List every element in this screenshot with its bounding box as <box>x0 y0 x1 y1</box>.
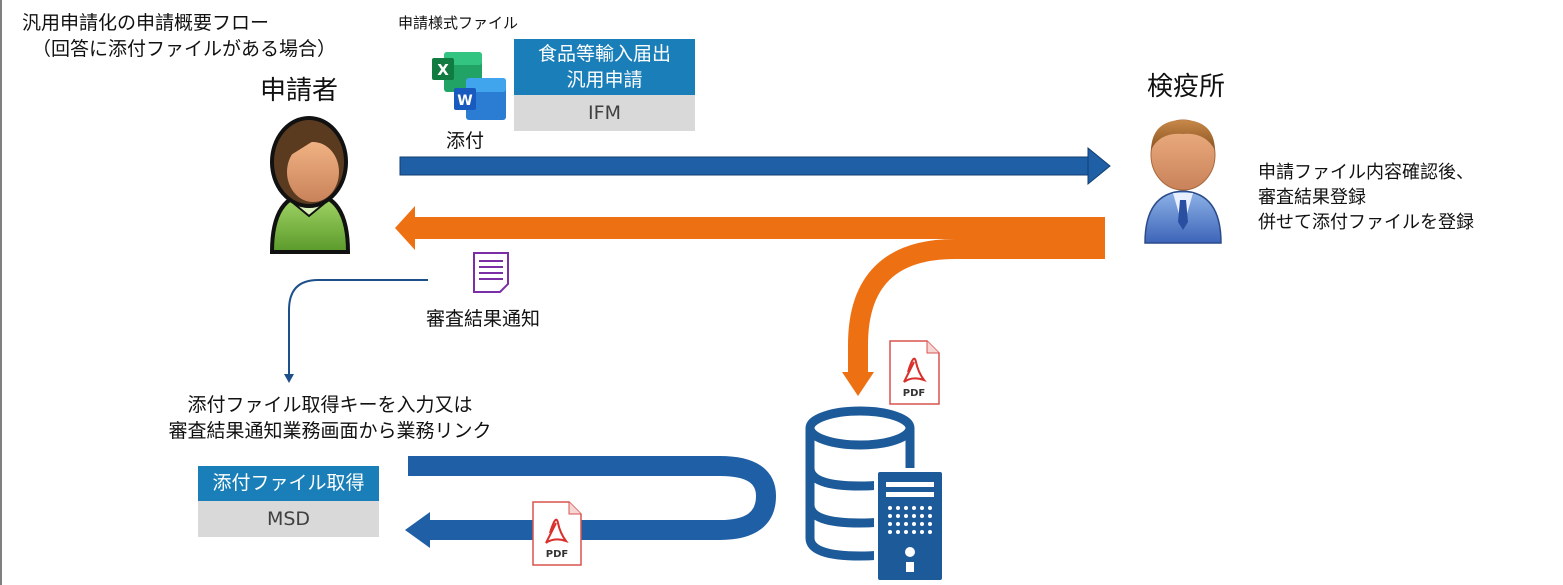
quarantine-label: 検疫所 <box>1147 72 1226 102</box>
applicant-person-icon <box>269 116 351 254</box>
register-arrow <box>842 239 1105 396</box>
instruction-line2: 審査結果通知業務画面から業務リンク <box>168 420 492 442</box>
title-line2: （回答に添付ファイルがある場合） <box>32 38 337 60</box>
quarantine-note-line3: 併せて添付ファイルを登録 <box>1258 212 1474 233</box>
database-server-icon <box>805 406 946 584</box>
title-line1: 汎用申請化の申請概要フロー <box>22 12 270 34</box>
msd-form-box: 添付ファイル取得 MSD <box>198 466 379 537</box>
ifm-box-line2: 汎用申請 <box>566 69 643 91</box>
excel-icon: X <box>432 52 482 92</box>
quarantine-note-line2: 審査結果登録 <box>1258 187 1366 208</box>
result-notice-label: 審査結果通知 <box>426 308 541 330</box>
diagram-title: 汎用申請化の申請概要フロー （回答に添付ファイルがある場合） <box>22 10 336 62</box>
instruction-line1: 添付ファイル取得キーを入力又は <box>187 394 473 416</box>
pdf-upper-text: PDF <box>903 388 925 399</box>
ifm-form-box: 食品等輸入届出 汎用申請 IFM <box>514 39 695 131</box>
msd-box-code: MSD <box>198 501 379 537</box>
form-file-label: 申請様式ファイル <box>398 14 519 32</box>
attach-label: 添付 <box>446 130 485 152</box>
msd-box-title: 添付ファイル取得 <box>198 466 379 501</box>
quarantine-officer-icon <box>1144 119 1222 244</box>
left-border <box>0 0 2 585</box>
word-icon: W <box>454 78 506 120</box>
excel-letter: X <box>437 61 449 79</box>
notice-link-arrow <box>284 279 428 383</box>
ifm-box-header: 食品等輸入届出 汎用申請 <box>514 39 695 95</box>
applicant-label: 申請者 <box>260 76 339 106</box>
pdf-icon-lower: PDF <box>532 501 582 566</box>
pdf-icon-upper: PDF <box>889 340 940 405</box>
ifm-box-code: IFM <box>514 95 695 131</box>
ifm-box-line1: 食品等輸入届出 <box>537 43 671 65</box>
quarantine-note-line1: 申請ファイル内容確認後、 <box>1258 162 1474 183</box>
word-letter: W <box>457 93 472 109</box>
retrieval-instruction: 添付ファイル取得キーを入力又は 審査結果通知業務画面から業務リンク <box>120 392 540 444</box>
retrieve-arrow <box>405 456 777 548</box>
quarantine-note: 申請ファイル内容確認後、 審査結果登録 併せて添付ファイルを登録 <box>1258 160 1474 235</box>
pdf-lower-text: PDF <box>546 549 568 560</box>
notice-document-icon <box>473 252 509 293</box>
response-arrow <box>395 206 1105 250</box>
submit-arrow <box>399 146 1111 186</box>
